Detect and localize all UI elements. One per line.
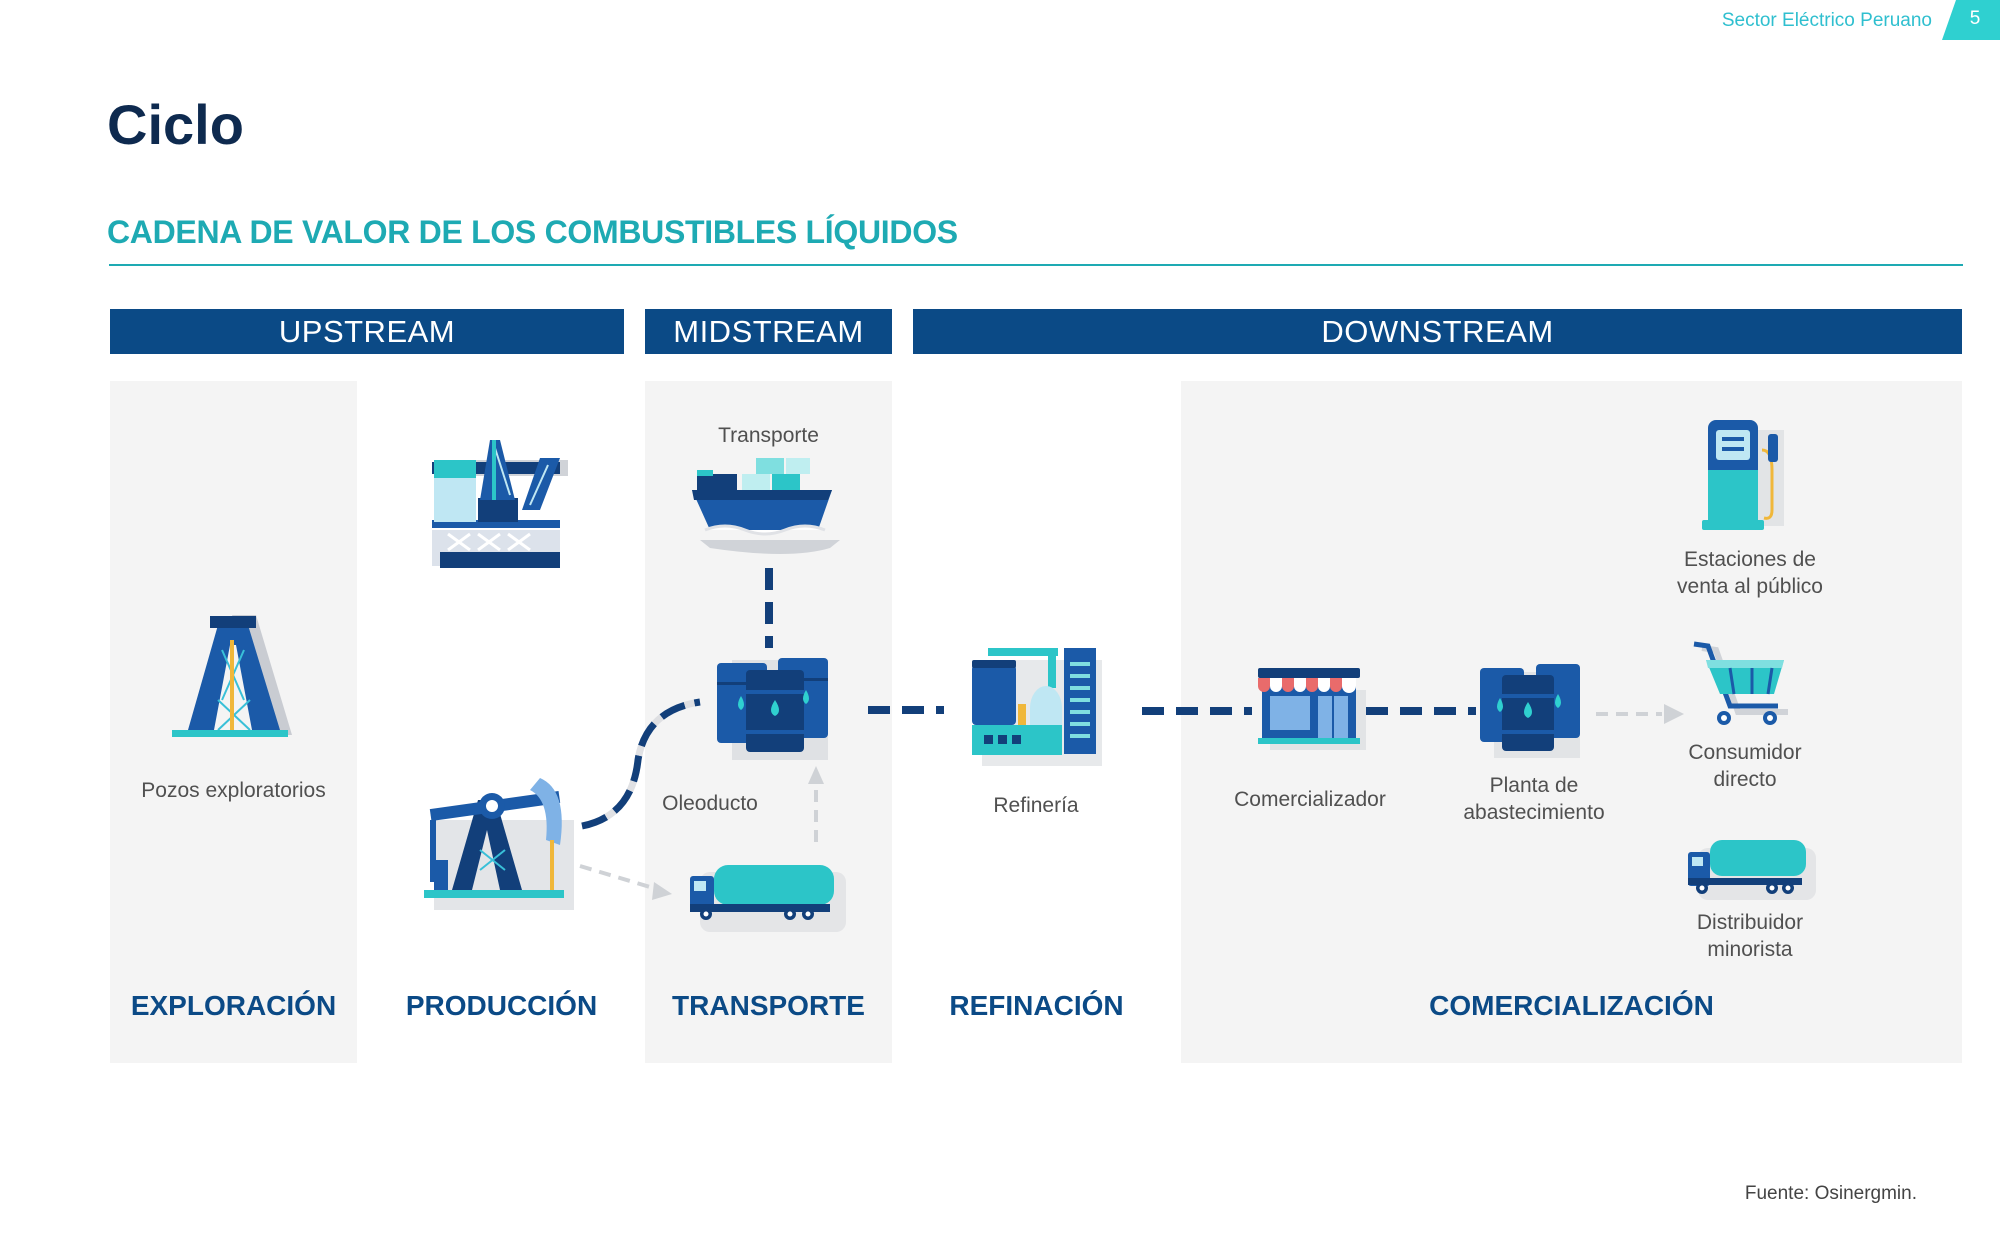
label-comercializador: Comercializador (1234, 788, 1386, 811)
band-upstream: UPSTREAM (110, 309, 624, 354)
pumpjack-icon (424, 778, 574, 910)
label-distribuidor-line2: minorista (1707, 938, 1793, 961)
label-estaciones: Estaciones de venta al público (1650, 546, 1850, 600)
refinery-icon (972, 648, 1102, 766)
label-distribuidor-line1: Distribuidor (1696, 911, 1804, 934)
fuel-pump-icon (1702, 420, 1784, 530)
arrowheads (652, 704, 1684, 900)
shopping-cart-icon (1693, 641, 1788, 725)
stage-exploracion: EXPLORACIÓN (130, 990, 337, 1021)
section-subtitle: CADENA DE VALOR DE LOS COMBUSTIBLES LÍQU… (107, 214, 958, 250)
label-planta: Planta de abastecimiento (1434, 772, 1634, 826)
label-estaciones-line1: Estaciones de (1684, 548, 1816, 571)
label-consumidor-line2: directo (1713, 768, 1777, 791)
page-title: Ciclo (107, 93, 244, 156)
label-estaciones-line2: venta al público (1677, 575, 1823, 598)
stage-produccion: PRODUCCIÓN (405, 990, 598, 1021)
connectors (579, 568, 1662, 892)
supply-plant-tanks-icon (1480, 664, 1580, 758)
label-consumidor: Consumidor directo (1645, 739, 1845, 793)
label-refineria: Refinería (993, 794, 1079, 817)
subtitle-rule (109, 264, 1963, 266)
label-planta-line2: abastecimiento (1463, 801, 1605, 824)
header-org: Sector Eléctrico Peruano (1721, 10, 1932, 31)
band-downstream: DOWNSTREAM (913, 309, 1962, 354)
label-transporte: Transporte (718, 424, 819, 447)
offshore-platform-icon (432, 440, 568, 568)
exploration-rig-icon (172, 615, 292, 737)
label-consumidor-line1: Consumidor (1688, 741, 1802, 764)
band-midstream: MIDSTREAM (645, 309, 892, 354)
stage-comercializacion: COMERCIALIZACIÓN (1429, 990, 1714, 1021)
distribution-truck-icon (1688, 840, 1816, 900)
label-planta-line1: Planta de (1489, 774, 1579, 797)
label-distribuidor: Distribuidor minorista (1650, 909, 1850, 963)
stage-transporte: TRANSPORTE (672, 990, 865, 1021)
storage-tanks-icon (717, 658, 828, 760)
tanker-truck-icon (690, 865, 846, 932)
stage-refinacion: REFINACIÓN (949, 990, 1124, 1021)
label-pozos: Pozos exploratorios (141, 779, 326, 802)
page-tab (1942, 0, 2000, 40)
store-icon (1258, 668, 1366, 750)
label-oleoducto: Oleoducto (662, 792, 758, 815)
source-note: Fuente: Osinergmin. (1744, 1183, 1917, 1204)
page-number: 5 (1969, 8, 1981, 29)
ship-icon (692, 458, 840, 554)
